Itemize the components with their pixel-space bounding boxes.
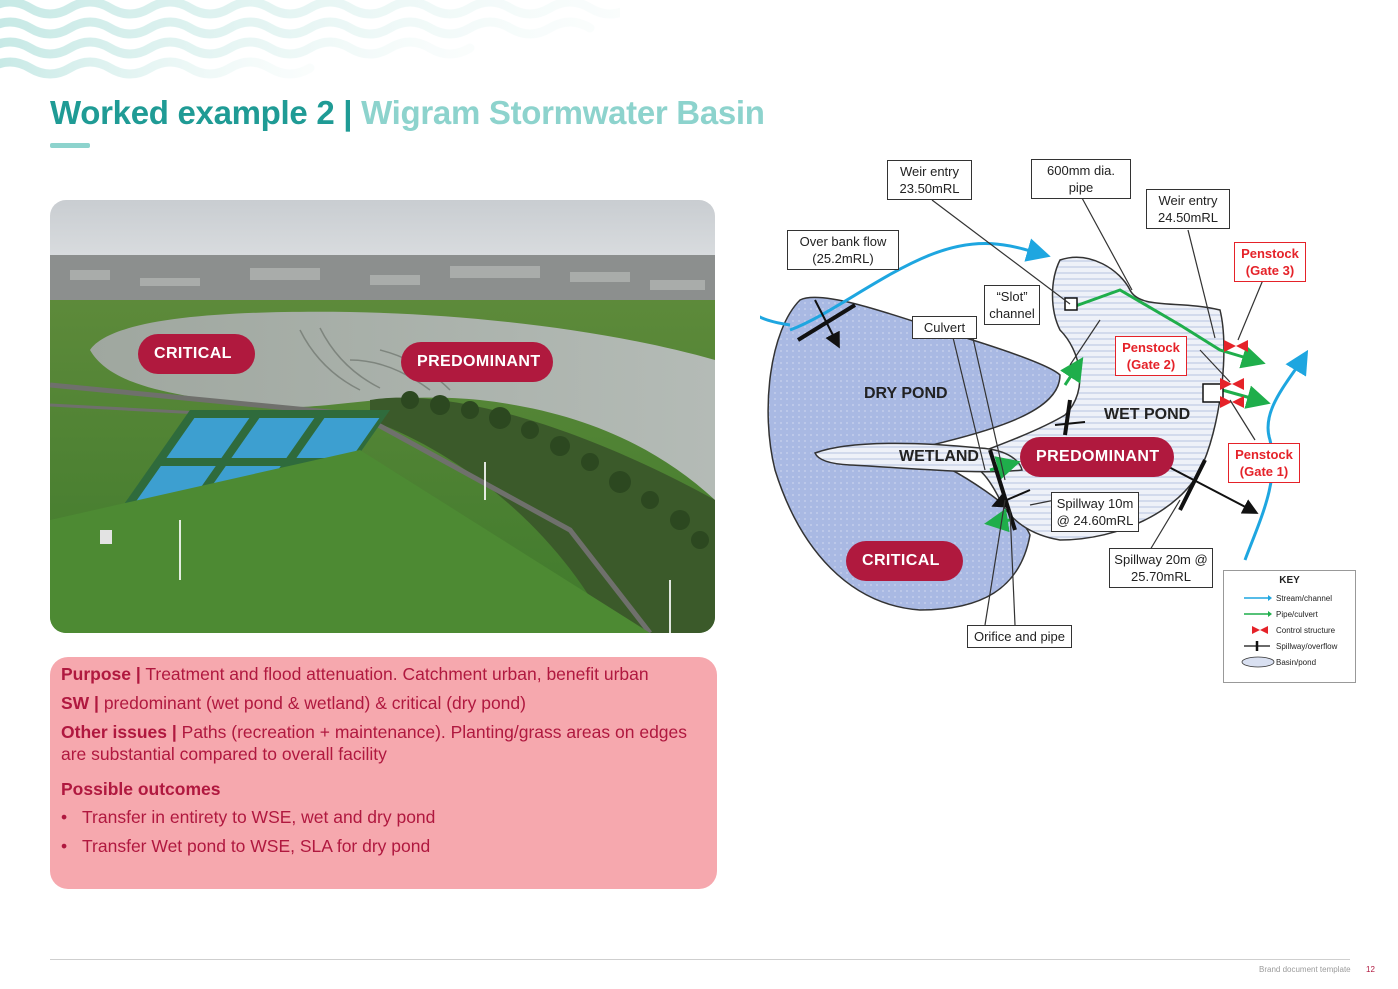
footer-rule: [50, 959, 1350, 960]
outcome-item: Transfer in entirety to WSE, wet and dry…: [61, 806, 706, 829]
footer-page-number: 12: [1366, 965, 1375, 974]
diagram-tag-predominant: PREDOMINANT: [1020, 437, 1174, 477]
footer-document-name: Brand document template: [1259, 965, 1351, 974]
label-culvert: Culvert: [912, 316, 977, 339]
label-penstock-gate-1: Penstock (Gate 1): [1228, 443, 1300, 483]
aerial-photo: CRITICAL PREDOMINANT: [50, 200, 715, 633]
label-weir-entry-1: Weir entry 23.50mRL: [887, 160, 972, 200]
wetland-shape: [813, 442, 1023, 473]
label-penstock-gate-2: Penstock (Gate 2): [1115, 336, 1187, 376]
other-issues-line: Other issues | Paths (recreation + maint…: [61, 721, 706, 765]
zone-dry-pond: DRY POND: [864, 385, 948, 402]
photo-tag-predominant: PREDOMINANT: [401, 342, 553, 382]
sw-text: predominant (wet pond & wetland) & criti…: [103, 693, 526, 713]
label-penstock-gate-3: Penstock (Gate 3): [1234, 242, 1306, 282]
label-spillway-10m: Spillway 10m @ 24.60mRL: [1051, 492, 1139, 532]
diagram-tag-critical: CRITICAL: [846, 541, 963, 581]
page-title: Worked example 2 | Wigram Stormwater Bas…: [50, 94, 765, 132]
key-control: Control structure: [1276, 626, 1336, 635]
diagram-key: KEY Stream/channel Pipe/culvert Control …: [1223, 570, 1356, 683]
key-symbols: [1241, 595, 1275, 668]
title-separator: |: [343, 94, 353, 131]
other-issues-text: Paths (recreation + maintenance). Planti…: [61, 722, 688, 764]
label-orifice-and-pipe: Orifice and pipe: [967, 625, 1072, 648]
photo-tag-critical: CRITICAL: [138, 334, 255, 374]
label-slot-channel: “Slot” channel: [984, 285, 1040, 325]
info-panel: Purpose | Treatment and flood attenuatio…: [50, 657, 717, 889]
title-secondary: Wigram Stormwater Basin: [361, 94, 765, 131]
label-weir-entry-2: Weir entry 24.50mRL: [1146, 189, 1230, 229]
decorative-wave-pattern: [0, 0, 620, 79]
title-underline: [50, 143, 90, 148]
purpose-line: Purpose | Treatment and flood attenuatio…: [61, 663, 706, 686]
outcomes-heading: Possible outcomes: [61, 779, 221, 799]
basin-schematic: Weir entry 23.50mRL 600mm dia. pipe Weir…: [754, 150, 1360, 690]
sw-label: SW |: [61, 693, 99, 713]
title-primary: Worked example 2: [50, 94, 335, 131]
zone-wet-pond: WET POND: [1104, 406, 1191, 423]
outcomes-list: Transfer in entirety to WSE, wet and dry…: [61, 806, 706, 858]
key-stream: Stream/channel: [1276, 594, 1333, 603]
key-spillway: Spillway/overflow: [1276, 642, 1338, 651]
sw-line: SW | predominant (wet pond & wetland) & …: [61, 692, 706, 715]
key-pipe: Pipe/culvert: [1276, 610, 1318, 619]
purpose-label: Purpose |: [61, 664, 141, 684]
outcome-item: Transfer Wet pond to WSE, SLA for dry po…: [61, 835, 706, 858]
other-issues-label: Other issues |: [61, 722, 177, 742]
label-spillway-20m: Spillway 20m @ 25.70mRL: [1109, 548, 1213, 588]
key-basin: Basin/pond: [1276, 658, 1317, 667]
label-over-bank-flow: Over bank flow (25.2mRL): [787, 230, 899, 270]
key-title: KEY: [1279, 575, 1300, 586]
label-600mm-pipe: 600mm dia. pipe: [1031, 159, 1131, 199]
zone-wetland: WETLAND: [899, 448, 979, 465]
purpose-text: Treatment and flood attenuation. Catchme…: [145, 664, 649, 684]
